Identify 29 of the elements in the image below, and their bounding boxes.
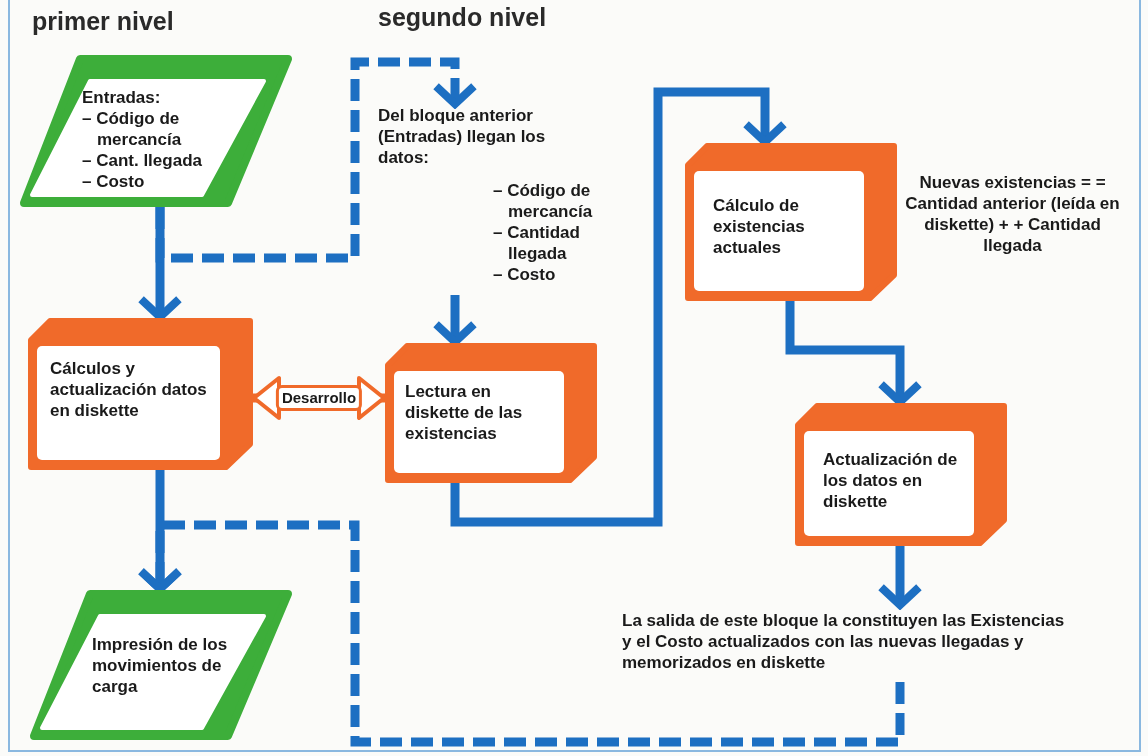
node-label: Del bloque anterior (Entradas) llegan los datos: [378, 105, 546, 168]
arrow [785, 301, 920, 406]
node-label: La salida de este bloque la constituyen las Existencias y el Costo actualizados con las nuevas llegadas y memorizados en diskette [622, 610, 1066, 673]
node-label: Cálculo de existencias actuales [713, 195, 806, 258]
process-box [795, 403, 1007, 546]
list-item: – Costo [493, 264, 557, 285]
arrow [435, 295, 475, 346]
list-item: – Costo [82, 171, 146, 192]
list-item: – Cantidad llegada [493, 222, 581, 264]
list-item: – Código de mercancía [82, 108, 183, 150]
data-parallelogram [20, 55, 292, 207]
level-heading: segundo nivel [378, 2, 547, 32]
formula-note: Nuevas existencias = = Cantidad anterior (leída en diskette) + + Cantidad llegada [905, 172, 1120, 256]
process-box [28, 318, 253, 470]
data-parallelogram [30, 590, 292, 740]
list-item: – Cant. llegada [82, 150, 203, 171]
list-item: – Código de mercancía [493, 180, 594, 222]
process-box [385, 343, 597, 483]
edge-label: Desarrollo [275, 385, 363, 411]
dashed-arrow [155, 57, 475, 263]
node-label: Cálculos y actualización datos en diskette [50, 358, 208, 421]
level-heading: primer nivel [32, 6, 174, 36]
node-label: Actualización de los datos en diskette [823, 449, 959, 512]
node-label: Impresión de los movimientos de carga [92, 634, 229, 697]
process-box [685, 143, 897, 301]
dashed-arrow [140, 520, 905, 747]
arrow [880, 546, 920, 609]
node-label: Lectura en diskette de las existencias [405, 381, 524, 444]
node-label: Entradas: [82, 87, 162, 108]
